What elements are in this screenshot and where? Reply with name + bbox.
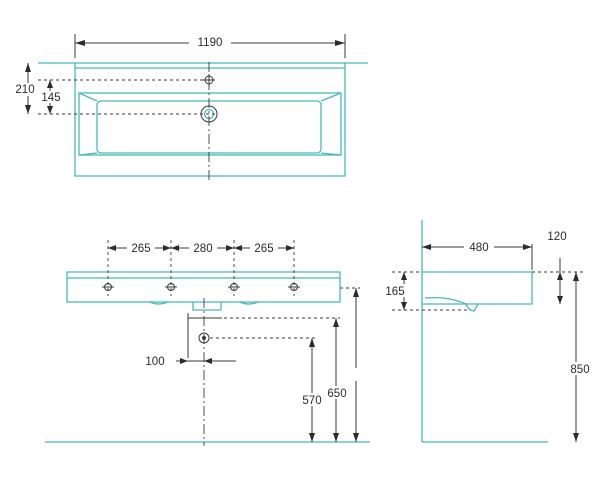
side-depth-label: 480 <box>469 242 488 254</box>
spacing-left-label: 265 <box>131 243 150 255</box>
width-label: 1190 <box>198 37 223 49</box>
thickness-label: 120 <box>547 231 566 243</box>
side-view: 480 120 165 850 <box>383 220 594 443</box>
height-570-label: 570 <box>302 395 321 407</box>
front-view: 265 280 265 100 570 650 <box>45 240 376 446</box>
bowl-label: 165 <box>385 286 404 298</box>
basin-outline-top <box>74 63 346 177</box>
depth-label: 210 <box>15 84 34 96</box>
waste-offset-label: 100 <box>145 356 164 368</box>
spacing-right-label: 265 <box>254 243 273 255</box>
top-view: 1190 210 145 <box>11 34 368 182</box>
waste-outlet <box>192 302 222 311</box>
basin-outline-front <box>66 271 341 303</box>
height-650-label: 650 <box>327 388 346 400</box>
waste-pipe-icon <box>198 332 210 344</box>
bowl-outer <box>78 92 342 156</box>
tap-offset-label: 145 <box>41 92 60 104</box>
spacing-mid-label: 280 <box>193 243 212 255</box>
basin-outline-side <box>422 271 533 305</box>
side-height-label: 850 <box>570 364 589 376</box>
bowl-inner <box>96 100 322 154</box>
